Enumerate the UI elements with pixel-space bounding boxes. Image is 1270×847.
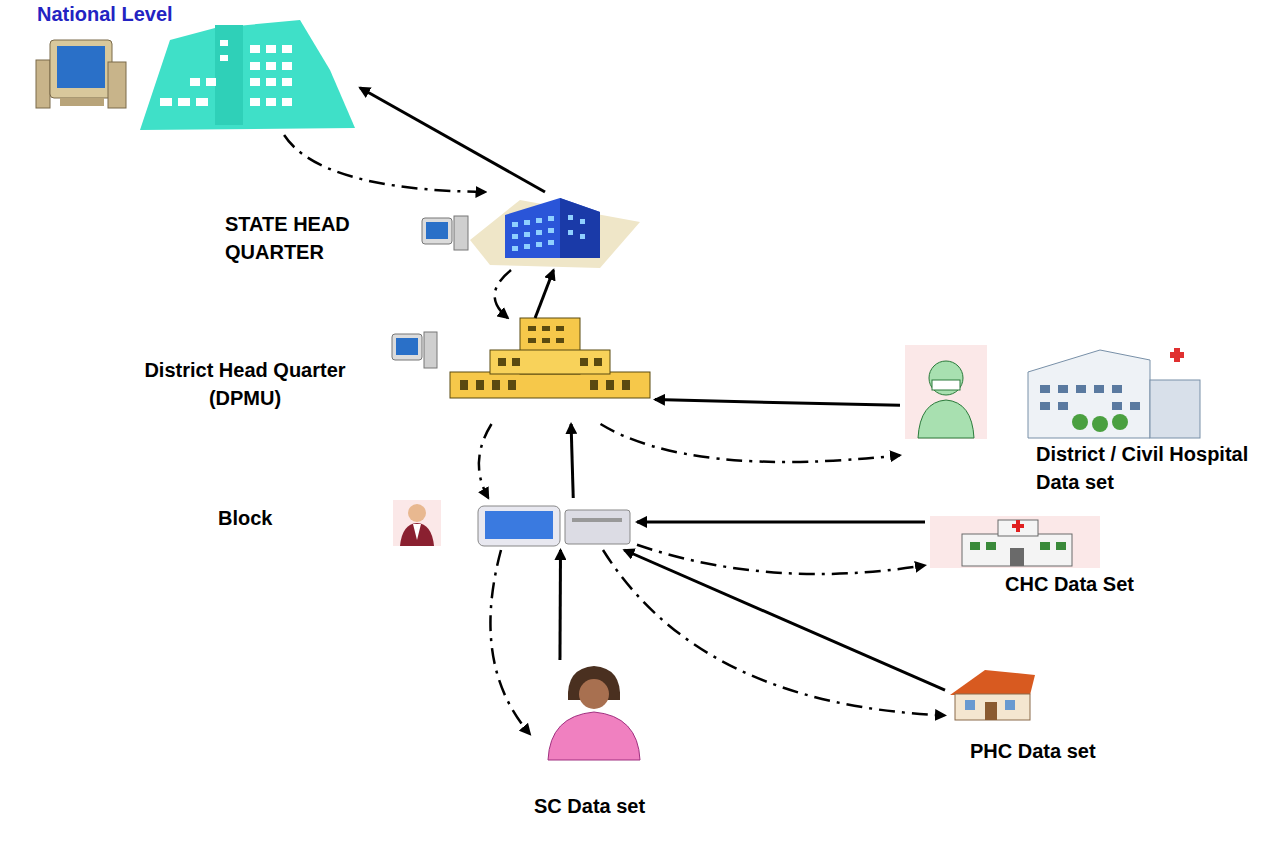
level-label: District / Civil Hospital Data set	[1036, 440, 1264, 496]
report-arrow	[655, 400, 900, 406]
level-node: PHC Data set	[945, 665, 1145, 770]
level-node: Block	[212, 498, 637, 550]
report-arrow	[360, 88, 545, 192]
computer-icon	[478, 506, 630, 546]
level-node: District Head Quarter (DPMU)	[110, 318, 655, 424]
building-icon	[470, 198, 640, 268]
level-label: SC Data set	[534, 792, 668, 820]
computer-icon	[422, 216, 468, 250]
level-label: PHC Data set	[970, 737, 1142, 765]
doctor-icon	[905, 345, 987, 439]
hospital-icon	[930, 516, 1100, 568]
level-label: District Head Quarter (DPMU)	[110, 356, 380, 412]
level-label: CHC Data Set	[1005, 570, 1181, 598]
feedback-arrow	[601, 424, 901, 462]
report-arrow	[637, 520, 925, 523]
level-label: National Level	[37, 0, 237, 28]
level-node: National Level	[30, 0, 360, 135]
report-arrow	[571, 424, 573, 498]
report-arrow	[624, 550, 945, 690]
building-icon	[450, 318, 650, 398]
feedback-arrow	[495, 270, 511, 318]
level-node: District / Civil Hospital Data set	[900, 340, 1268, 512]
person-icon	[393, 500, 441, 546]
computer-icon	[392, 332, 437, 368]
feedback-arrow	[479, 424, 492, 498]
level-node: STATE HEAD QUARTER	[222, 192, 647, 270]
level-label: Block	[218, 504, 298, 532]
house-icon	[950, 670, 1035, 720]
level-label: STATE HEAD QUARTER	[225, 210, 395, 266]
feedback-arrow	[490, 550, 530, 734]
feedback-arrow	[603, 550, 945, 715]
hospital-icon	[1028, 348, 1200, 438]
building-icon	[140, 20, 355, 130]
level-node: CHC Data Set	[925, 512, 1185, 604]
level-node: SC Data set	[530, 660, 670, 825]
person-icon	[548, 666, 640, 760]
computer-icon	[36, 40, 126, 108]
feedback-arrow	[637, 545, 925, 574]
feedback-arrow	[284, 135, 485, 192]
report-arrow	[558, 550, 562, 660]
report-arrow	[535, 270, 553, 318]
